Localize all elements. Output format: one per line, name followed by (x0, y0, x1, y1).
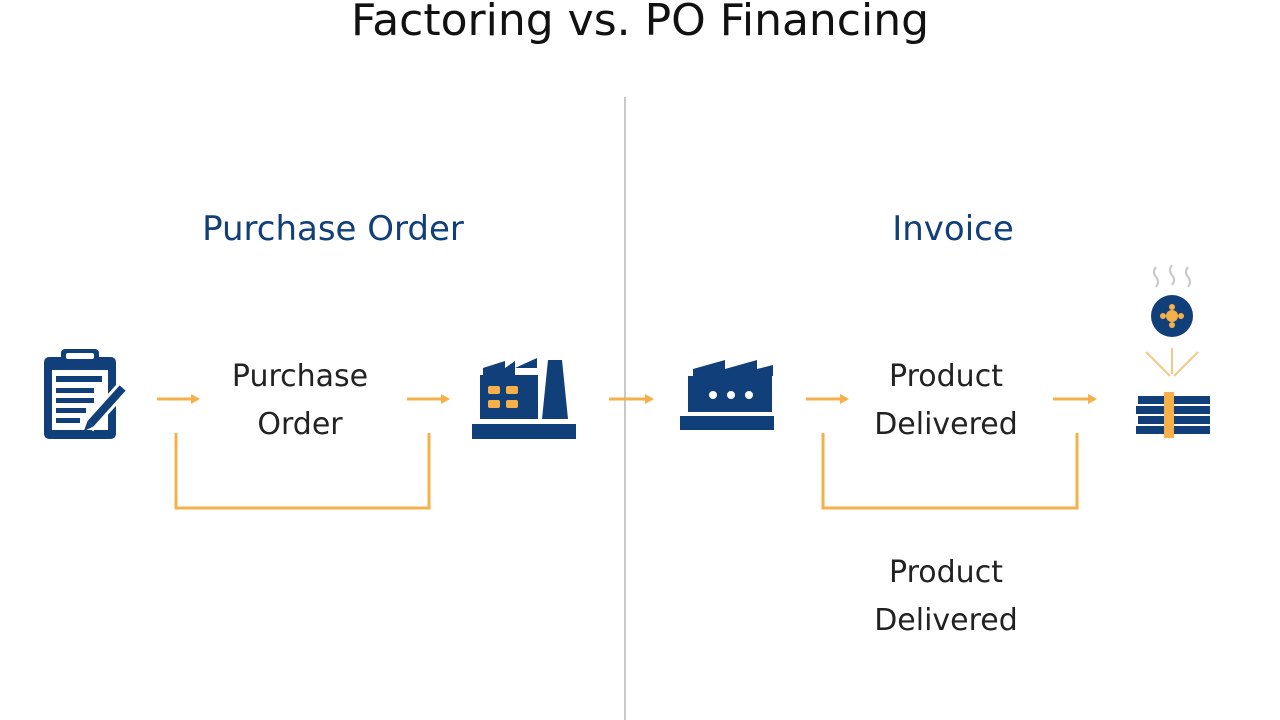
right-step-label: Product Delivered (846, 353, 1046, 449)
center-divider (624, 97, 626, 720)
left-step-label: Purchase Order (200, 353, 400, 449)
clipboard-pen-icon (44, 349, 131, 439)
right-bottom-label: Product Delivered (846, 549, 1046, 645)
left-bracket (174, 433, 431, 510)
left-heading: Purchase Order (202, 209, 464, 249)
right-step-label-line1: Product (889, 359, 1003, 394)
cash-stack-icon (1136, 392, 1210, 438)
page-title: Factoring vs. PO Financing (350, 0, 930, 46)
right-heading: Invoice (892, 209, 1014, 249)
left-step-label-line2: Order (257, 407, 343, 442)
right-bottom-label-line2: Delivered (874, 603, 1018, 638)
coin-icon (1145, 264, 1199, 377)
right-bottom-label-line1: Product (889, 555, 1003, 590)
left-step-label-line1: Purchase (231, 359, 369, 394)
factory-icon (472, 358, 576, 439)
right-bracket (821, 433, 1079, 510)
factory-icon (680, 360, 774, 430)
right-step-label-line2: Delivered (874, 407, 1018, 442)
